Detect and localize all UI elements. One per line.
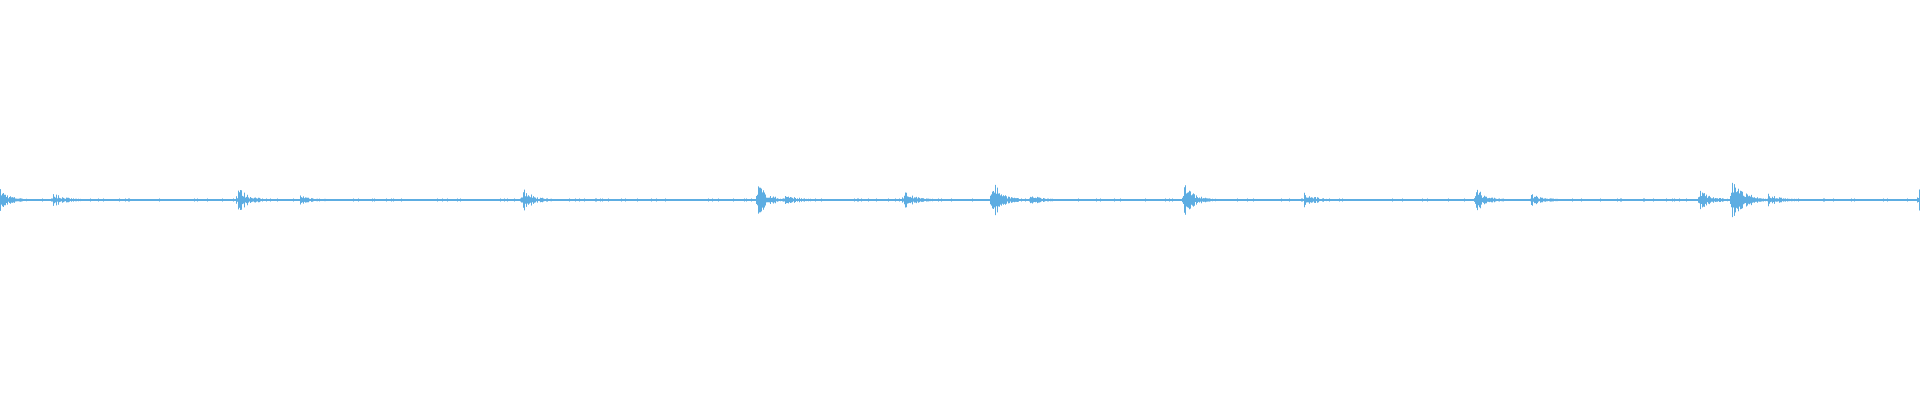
- waveform-peaks: [0, 182, 1920, 218]
- waveform-baseline: [0, 199, 1920, 201]
